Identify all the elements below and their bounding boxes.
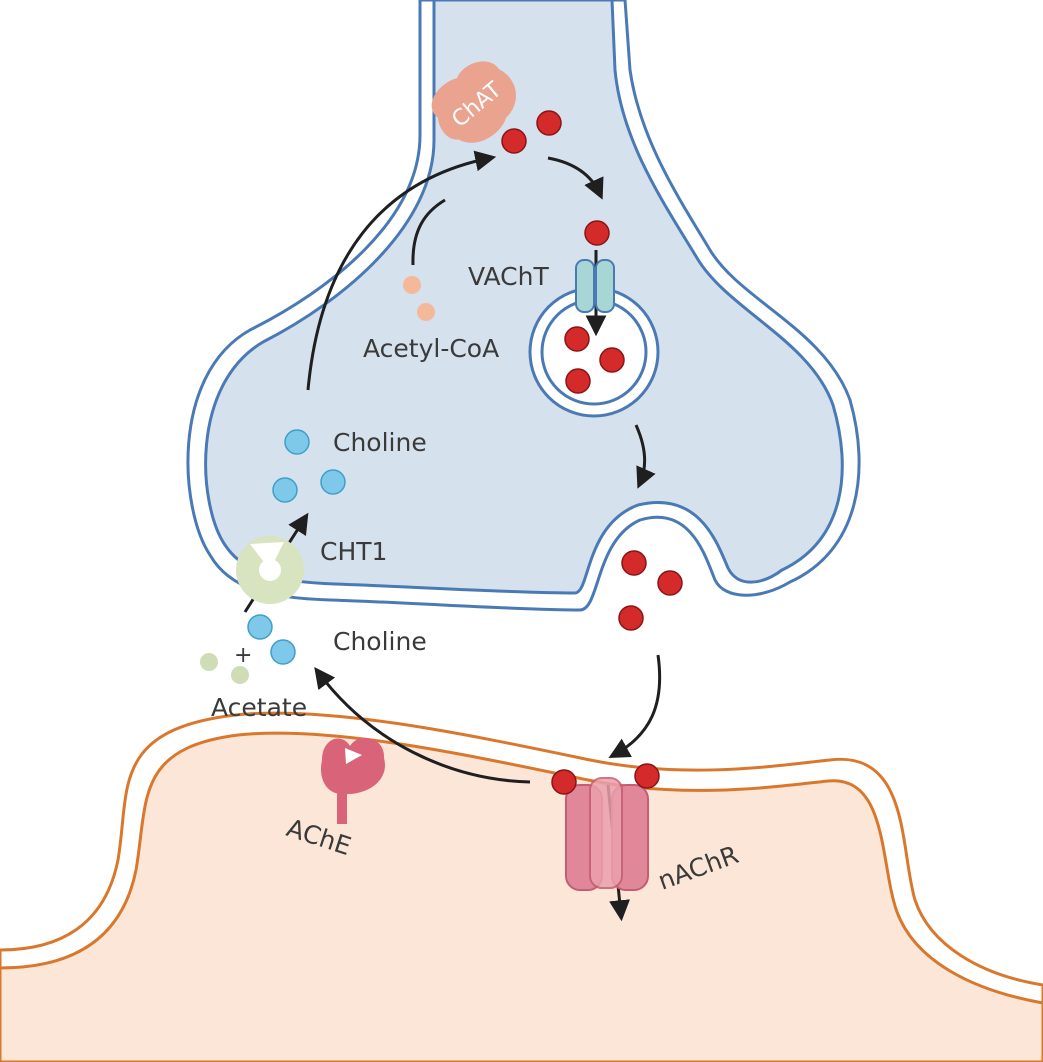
choline-intracellular-label: Choline [333, 428, 427, 457]
ache-enzyme [320, 737, 385, 824]
acetylcholine-molecules [501, 110, 683, 795]
choline-cleft-label: Choline [333, 627, 427, 656]
arrow-release-to-nachr [608, 654, 662, 759]
acetylcholine-molecule [536, 110, 562, 136]
cht1-label: CHT1 [320, 537, 387, 566]
arrow-ache-to-choline [314, 666, 531, 784]
chat-enzyme: ChAT [431, 61, 516, 143]
acetate-molecule [200, 653, 218, 671]
acetyl-coa-label: Acetyl-CoA [363, 334, 499, 363]
vacht-transporter [575, 259, 615, 313]
acetylcholine-molecule [551, 769, 577, 795]
acetylcholine-molecule [565, 368, 591, 394]
arrow-ach-to-vacht [547, 156, 604, 200]
acetylcholine-molecule [634, 763, 660, 789]
postsynaptic-cell [0, 711, 1043, 1062]
choline-molecules [247, 429, 346, 665]
acetylcholine-molecule [564, 326, 590, 352]
choline-molecule [247, 614, 273, 640]
acetylcholine-molecule [621, 550, 647, 576]
acetate-molecule [231, 666, 249, 684]
acetyl-coa-molecule [417, 303, 435, 321]
presynaptic-terminal [186, 0, 861, 612]
presynaptic-membrane-inner [204, 0, 844, 595]
postsynaptic-membrane-inner [0, 731, 1043, 1062]
acetyl-coa-molecules [403, 276, 435, 321]
choline-molecule [270, 639, 296, 665]
vacht-label: VAChT [468, 262, 549, 291]
cht1-transporter [236, 536, 304, 604]
acetylcholine-molecule [657, 570, 683, 596]
acetylcholine-molecule [584, 220, 610, 246]
choline-molecule [272, 477, 298, 503]
arrow-choline-to-chat [306, 150, 497, 391]
choline-molecule [320, 469, 346, 495]
acetylcholine-molecule [599, 347, 625, 373]
acetylcholine-molecule [618, 605, 644, 631]
choline-molecule [284, 429, 310, 455]
acetylcholine-molecule [501, 128, 527, 154]
arrow-acetylcoa-merge [411, 198, 446, 266]
acetate-molecules [200, 653, 249, 684]
arrow-vesicle-to-release [634, 424, 656, 489]
nachr-receptor [565, 777, 649, 891]
acetyl-coa-molecule [403, 276, 421, 294]
plus-sign: + [234, 643, 252, 668]
acetate-label: Acetate [211, 693, 307, 722]
